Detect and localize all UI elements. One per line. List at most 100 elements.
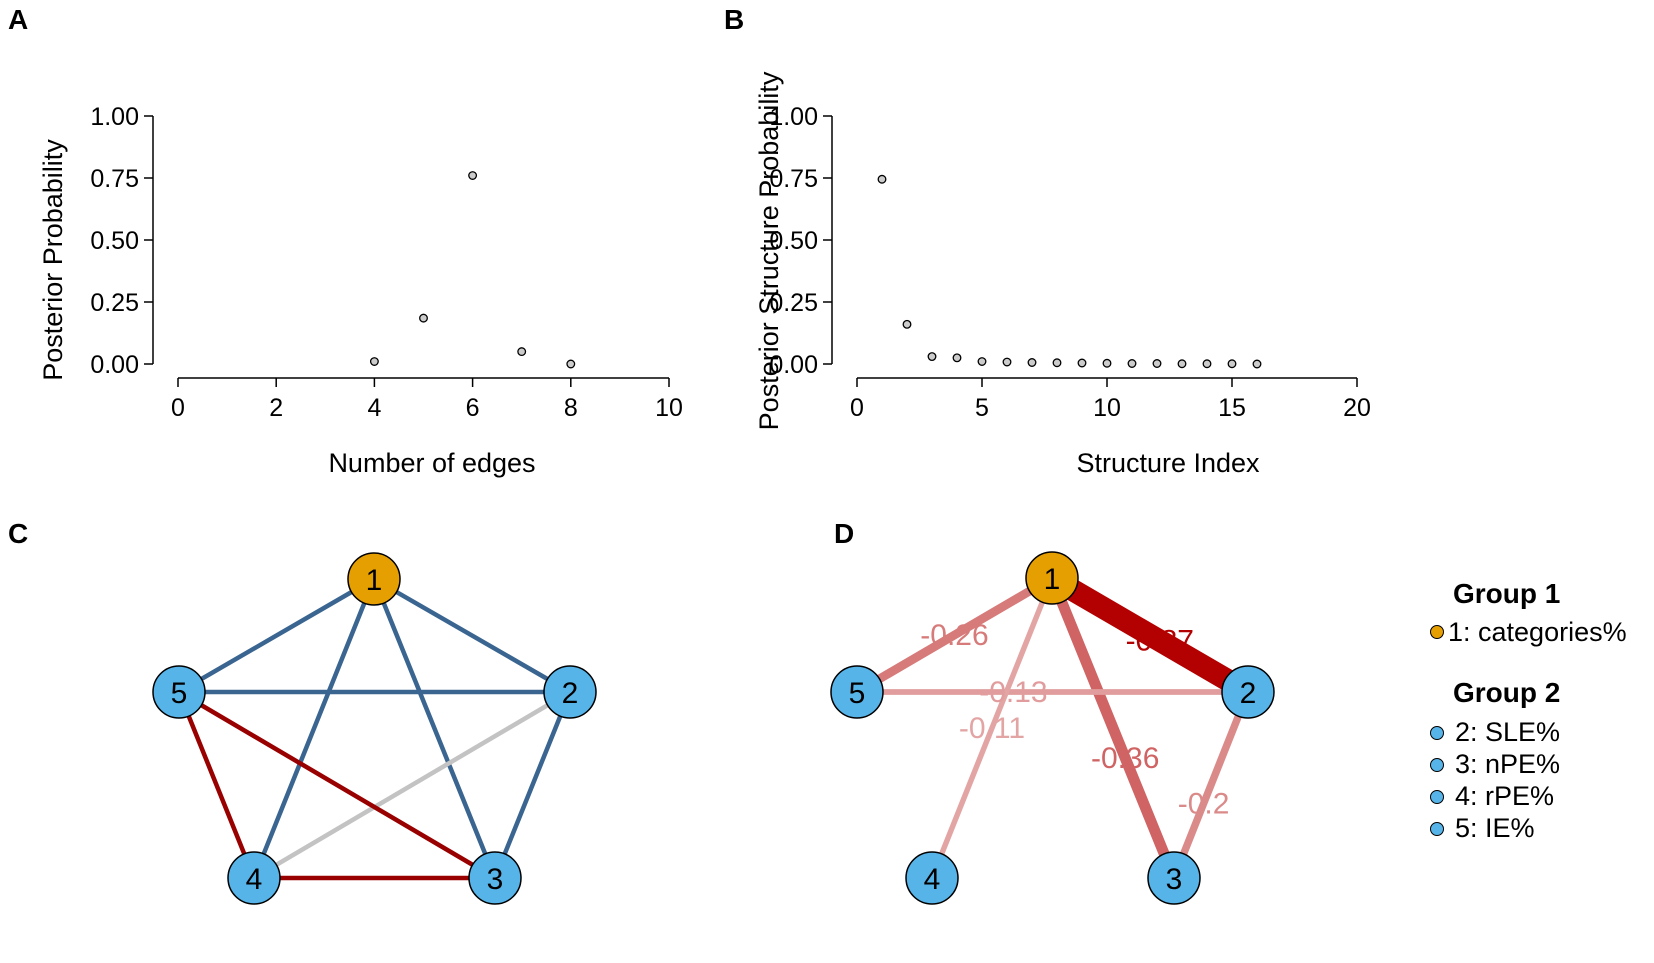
network-d-node-label: 2 — [1240, 677, 1257, 710]
chart-b-point — [902, 319, 912, 329]
network-c-node-3 — [468, 851, 522, 905]
chart-b-x-tick-label: 15 — [1218, 394, 1246, 422]
network-c-node-2 — [543, 665, 597, 719]
network-d-node-label: 3 — [1166, 863, 1183, 896]
network-d-edge-label: -0.87 — [1126, 625, 1194, 658]
network-c-edge-1-2 — [372, 577, 572, 694]
chart-b-point — [1052, 358, 1062, 368]
network-c-edge-1-5 — [177, 577, 376, 694]
legend-group-2-swatch — [1430, 726, 1444, 740]
network-c-edge-2-4 — [252, 690, 572, 880]
chart-a-posterior-probability: Number of edges Posterior Probability 0 2… — [38, 103, 683, 478]
panel-letter-d: D — [834, 518, 854, 549]
chart-a-point — [468, 171, 478, 180]
network-c-edge-1-3 — [371, 578, 498, 879]
network-c-node-label: 1 — [366, 564, 383, 597]
legend-item-2: 2: SLE% — [1455, 717, 1560, 747]
network-d-edge-1-4 — [929, 576, 1055, 880]
network-c-edge-5-4 — [176, 691, 257, 879]
chart-a-y-tick-label: 0.75 — [90, 165, 139, 193]
chart-a-x-tick-label: 8 — [564, 394, 578, 422]
panel-letter-a: A — [8, 4, 28, 35]
chart-a-y-tick-label: 0.00 — [90, 351, 139, 379]
legend-group-1-swatch — [1430, 625, 1444, 639]
chart-a-x-tick-label: 0 — [171, 394, 185, 422]
panel-letter-b: B — [724, 4, 744, 35]
network-d-node-5 — [830, 665, 884, 719]
network-c-edge-5-3 — [177, 690, 497, 880]
chart-b-posterior-structure-probability: Structure Index Posterior Structure Prob… — [754, 71, 1371, 478]
network-d-node-1 — [1025, 551, 1079, 605]
network-d-edge-label: -0.2 — [1178, 788, 1230, 821]
chart-a-x-tick-label: 2 — [269, 394, 283, 422]
chart-a-y-tick-label: 1.00 — [90, 103, 139, 131]
chart-b-x-tick-label: 10 — [1093, 394, 1121, 422]
network-c-node-label: 4 — [246, 863, 263, 896]
network-c-node-4 — [227, 851, 281, 905]
chart-b-point — [1252, 359, 1262, 369]
chart-a-ylabel: Posterior Probability — [38, 139, 68, 381]
network-d-node-2 — [1221, 665, 1275, 719]
chart-a-y-tick-label: 0.25 — [90, 289, 139, 317]
network-d-edge-label: -0.26 — [920, 619, 988, 652]
chart-b-y-tick-label: 0.00 — [769, 351, 818, 379]
network-d-edge-1-2 — [1046, 568, 1254, 702]
network-c-edge-1-4 — [251, 578, 377, 879]
chart-b-x-tick-label: 0 — [850, 394, 864, 422]
chart-b-point — [1077, 358, 1087, 368]
legend-group-2-title: Group 2 — [1453, 677, 1560, 708]
legend-group-2-swatch — [1430, 790, 1444, 804]
chart-b-point — [977, 357, 987, 366]
chart-b-point — [1177, 359, 1187, 369]
legend-group-2-swatch — [1430, 822, 1444, 836]
network-c: 1 2 3 4 5 — [152, 552, 597, 905]
chart-b-point — [1102, 358, 1112, 368]
chart-b-x-tick-label: 5 — [975, 394, 989, 422]
chart-a-point — [369, 357, 379, 366]
network-d-node-4 — [905, 851, 959, 905]
chart-a-x-tick-label: 6 — [466, 394, 480, 422]
network-legend: Group 1 1: categories% Group 2 2: SLE% 3… — [1430, 578, 1627, 843]
network-c-node-label: 5 — [171, 677, 188, 710]
network-c-node-1 — [347, 552, 401, 606]
chart-b-point — [1227, 359, 1237, 369]
chart-b-point — [1027, 358, 1037, 367]
chart-b-xlabel: Structure Index — [1076, 448, 1260, 478]
legend-item-5: 5: IE% — [1455, 813, 1535, 843]
chart-a-y-tick-label: 0.50 — [90, 227, 139, 255]
chart-a-x-tick-label: 10 — [655, 394, 683, 422]
chart-b-point — [1152, 359, 1162, 368]
network-c-node-5 — [152, 665, 206, 719]
network-d-edge-label: -0.11 — [959, 712, 1025, 745]
network-c-node-label: 3 — [487, 863, 504, 896]
network-d-node-3 — [1147, 851, 1201, 905]
chart-b-y-tick-label: 0.50 — [769, 227, 818, 255]
chart-a-point — [566, 359, 576, 369]
network-c-node-label: 2 — [562, 677, 579, 710]
legend-group-1-title: Group 1 — [1453, 578, 1560, 609]
chart-b-point — [1202, 359, 1212, 369]
chart-b-point — [927, 352, 937, 362]
chart-b-x-tick-label: 20 — [1343, 394, 1371, 422]
legend-item-4: 4: rPE% — [1455, 781, 1554, 811]
legend-group-2-swatch — [1430, 758, 1444, 772]
chart-a-xlabel: Number of edges — [328, 448, 535, 478]
network-d-node-label: 5 — [849, 677, 866, 710]
network-d-node-label: 4 — [924, 863, 941, 896]
network-d-node-label: 1 — [1044, 563, 1061, 596]
network-d-edge-1-5 — [854, 574, 1055, 696]
network-d-edge-1-3 — [1046, 575, 1180, 881]
chart-b-point — [1002, 357, 1012, 367]
chart-a-point — [517, 347, 527, 357]
network-d-edge-label: -0.36 — [1091, 742, 1159, 775]
network-d-edge-2-3 — [1170, 690, 1252, 880]
legend-item-3: 3: nPE% — [1455, 749, 1560, 779]
legend-item-1: 1: categories% — [1448, 617, 1627, 647]
chart-b-y-tick-label: 0.75 — [769, 165, 818, 193]
chart-b-y-tick-label: 0.25 — [769, 289, 818, 317]
chart-b-point — [952, 353, 962, 363]
network-c-edge-2-3 — [492, 691, 573, 879]
chart-a-point — [419, 313, 428, 323]
